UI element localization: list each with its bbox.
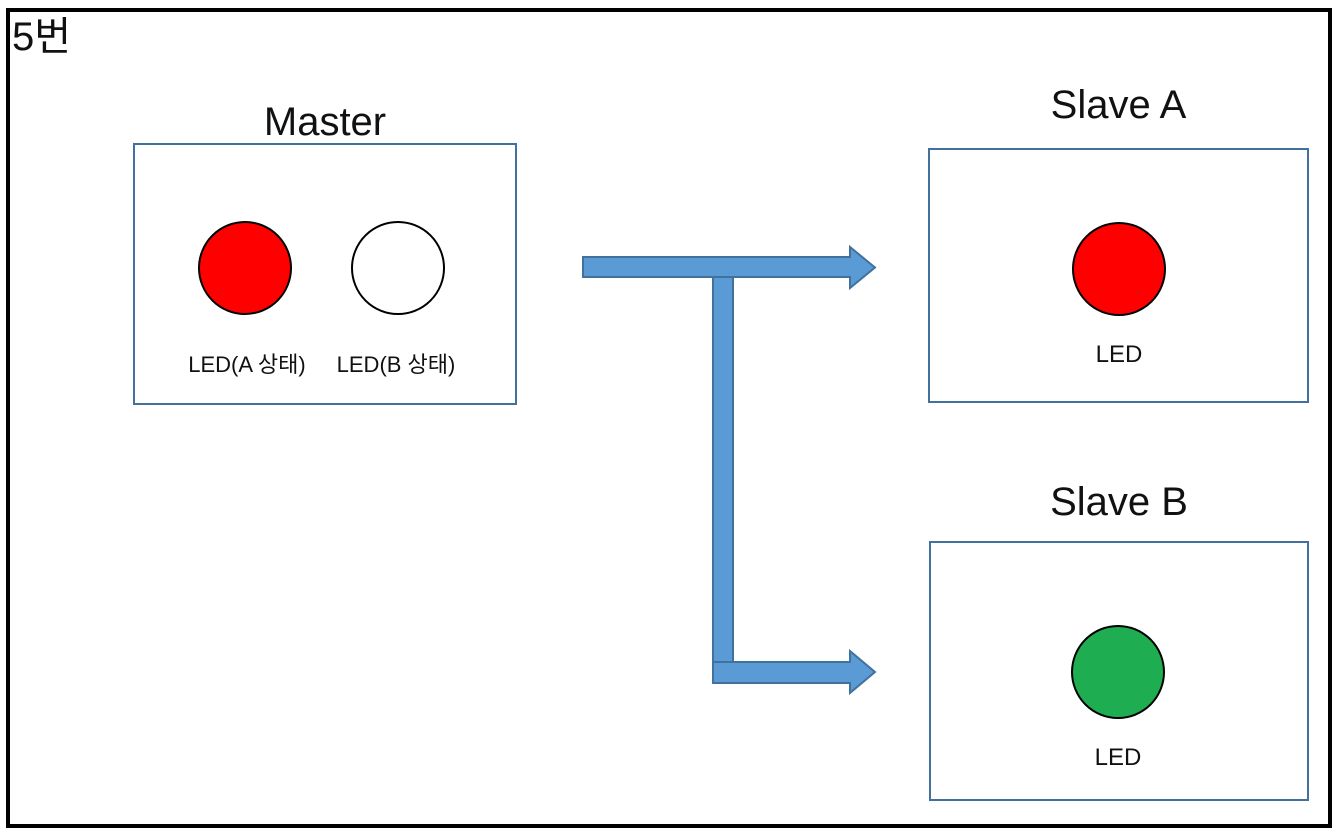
master-title: Master xyxy=(263,100,387,144)
slave-b-box: LED xyxy=(929,541,1309,801)
master-led-a-label: LED(A 상태) xyxy=(188,352,306,377)
page-number-label: 5번 xyxy=(12,15,72,59)
slave-b-led-label: LED xyxy=(1094,744,1142,771)
slave-a-led xyxy=(1072,222,1166,316)
master-box: LED(A 상태) LED(B 상태) xyxy=(133,143,517,405)
master-led-b-label: LED(B 상태) xyxy=(336,352,456,377)
slave-b-led xyxy=(1071,625,1165,719)
slave-a-title: Slave A xyxy=(1050,83,1187,127)
slave-a-led-label: LED xyxy=(1095,341,1143,368)
slave-b-title: Slave B xyxy=(1050,480,1188,524)
slave-a-box: LED xyxy=(928,148,1309,403)
master-led-a xyxy=(198,221,292,315)
master-led-b xyxy=(351,221,445,315)
outer-frame xyxy=(6,8,1332,828)
